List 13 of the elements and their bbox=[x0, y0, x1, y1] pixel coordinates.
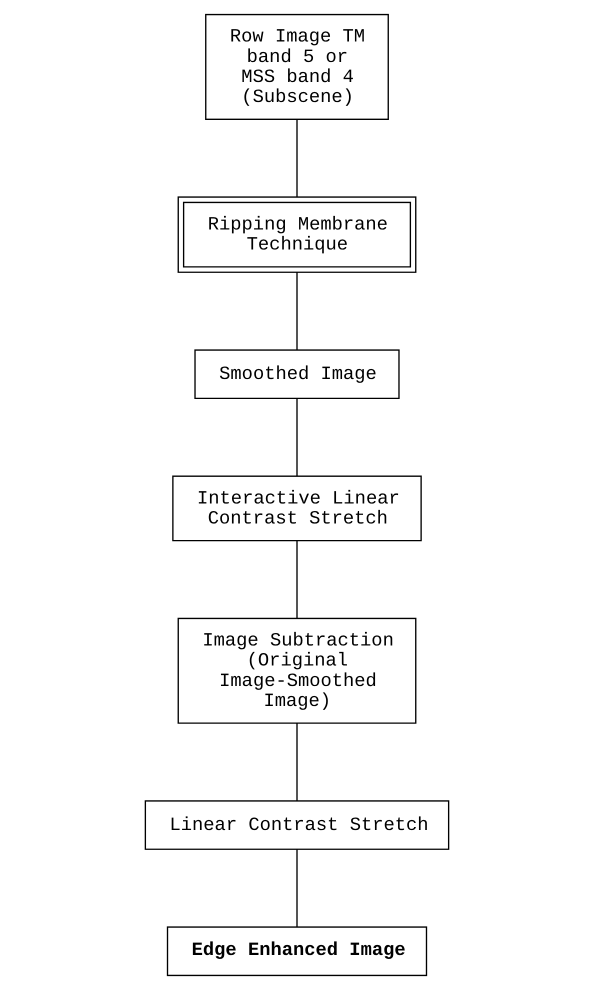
connector bbox=[296, 850, 298, 927]
node-box: Linear Contrast Stretch bbox=[144, 800, 450, 850]
node-box: Smoothed Image bbox=[194, 349, 400, 400]
node-box: Image Subtraction (Original Image-Smoothed Image) bbox=[178, 618, 416, 724]
connector bbox=[296, 398, 298, 476]
node-box: Edge Enhanced Image bbox=[166, 926, 428, 976]
node-box: Ripping Membrane Technique bbox=[178, 196, 416, 273]
connector bbox=[296, 540, 298, 618]
node-box: Row Image TM band 5 or MSS band 4 (Subscene) bbox=[205, 14, 389, 120]
connector bbox=[296, 120, 298, 197]
node-box: Interactive Linear Contrast Stretch bbox=[172, 476, 422, 542]
connector bbox=[296, 272, 298, 350]
connector bbox=[296, 723, 298, 801]
